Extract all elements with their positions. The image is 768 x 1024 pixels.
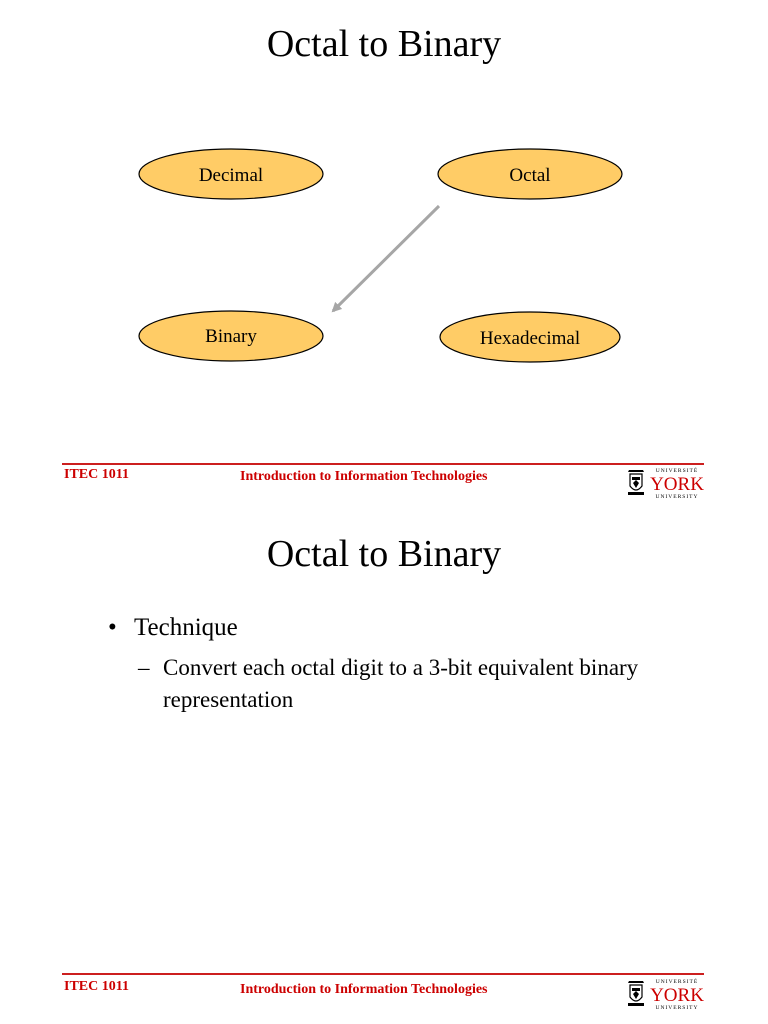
logo-university-text: UNIVERSITY [656,1005,699,1011]
node-hexadecimal-label: Hexadecimal [480,328,580,349]
footer-rule [62,973,704,975]
node-binary-label: Binary [205,326,257,347]
number-systems-diagram: Decimal Octal Binary Hexadecimal [138,148,623,363]
footer-course: ITEC 1011 [64,979,129,994]
node-octal: Octal [437,148,623,200]
node-binary-shape [138,310,324,362]
bullet-dot-icon: • [108,614,117,641]
sub-bullet-text: Convert each octal digit to a 3-bit equi… [163,655,639,712]
footer-rule [62,463,704,465]
bullet-text: Technique [134,614,238,641]
slide-title: Octal to Binary [266,23,502,65]
node-octal-shape [437,148,623,200]
footer-title: Introduction to Information Technologies [240,982,488,997]
sub-bullet-item: –Convert each octal digit to a 3-bit equ… [138,652,708,716]
crest-icon [628,981,644,1006]
crest-icon [628,470,644,495]
node-decimal: Decimal [138,148,324,200]
node-octal-label: Octal [509,165,550,186]
footer-course: ITEC 1011 [64,467,129,482]
arrow-octal-to-binary [331,204,441,313]
dash-icon: – [138,655,150,680]
logo-york-text: YORK [650,985,704,1006]
york-university-logo: UNIVERSITÉ YORK UNIVERSITY [628,466,704,500]
slide-1: Octal to Binary Decimal Octal Binary Hex… [62,23,704,500]
logo-university-text: UNIVERSITY [656,494,699,500]
node-hexadecimal-shape [439,311,621,363]
york-university-logo: UNIVERSITÉ YORK UNIVERSITY [628,977,704,1011]
logo-universite-text: UNIVERSITÉ [656,466,698,474]
slide-title: Octal to Binary [266,533,502,575]
bullet-list: • Technique –Convert each octal digit to … [108,612,708,716]
slide-2: Octal to Binary • Technique –Convert each… [0,512,768,1024]
footer-title: Introduction to Information Technologies [240,469,488,484]
logo-york-text: YORK [650,474,704,495]
node-hexadecimal: Hexadecimal [439,311,621,363]
node-decimal-label: Decimal [199,165,263,186]
logo-universite-text: UNIVERSITÉ [656,977,698,985]
node-binary: Binary [138,310,324,362]
bullet-item: • Technique [108,612,708,644]
node-decimal-shape [138,148,324,200]
